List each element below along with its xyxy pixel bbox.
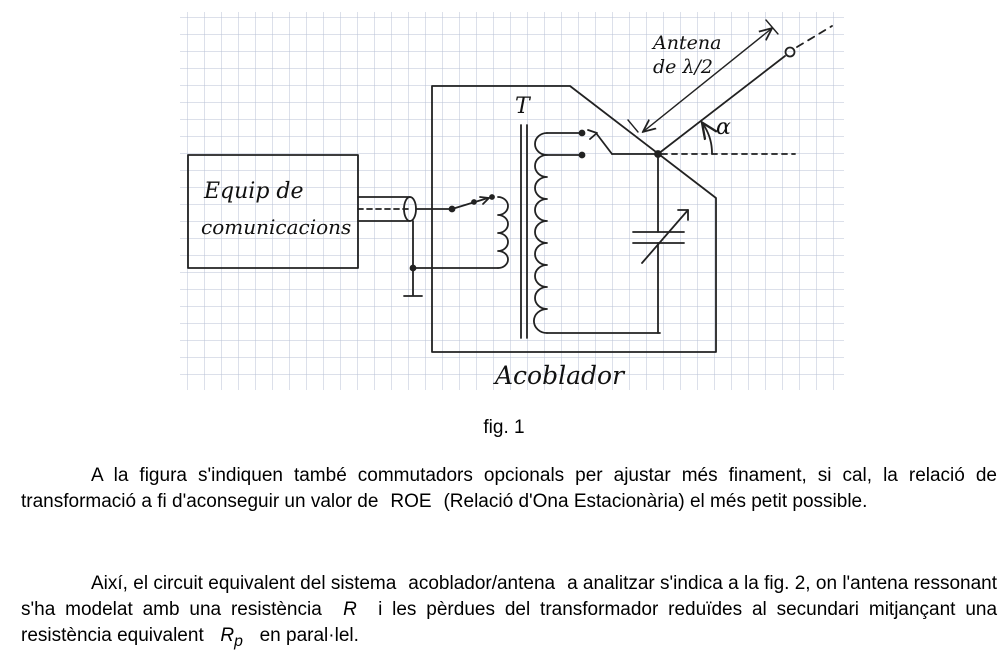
circuit-figure: Equip de comunicacions Antena de λ/2 T α… [180,12,844,390]
rp-main: R [220,625,235,646]
p2-text-a: Així, el circuit equivalent del sistema [91,573,397,594]
primary-winding [497,196,509,269]
antenna-label-line2: de λ/2 [653,56,713,78]
coupler-antenna-term: acoblador/antena [408,573,556,594]
coax-cable [357,196,417,222]
p2-text-d: en paral·lel. [259,625,359,646]
p2-text-c: i les pèrdues del transformador reduïdes… [21,599,998,646]
transformer-core [520,124,528,339]
rp-subscript: p [234,632,243,650]
primary-selector-switch [415,194,495,213]
paragraph-1: A la figura s'indiquen també commutadors… [21,463,997,515]
antenna-label-line1: Antena [651,32,721,54]
coupler-label: Acoblador [493,361,626,390]
ground-symbol [403,220,423,297]
resistance-Rp-symbol: Rp [209,625,254,650]
antenna-length-dimension [627,19,779,132]
paragraph-2: Així, el circuit equivalent del sistema … [21,571,997,655]
p1-text-b: (Relació d'Ona Estacionària) el més peti… [443,491,868,512]
equipment-label-line2: comunicacions [201,215,351,239]
equipment-box [187,154,359,269]
transformer-label: T [515,94,532,119]
figure-caption: fig. 1 [483,417,525,438]
roe-term: ROE [390,491,432,512]
p2-text-b: a analitzar s'indica a la fig. 2, on l'a… [21,573,998,620]
equipment-label-line1: Equip de [203,179,304,204]
resistance-R-symbol: R [343,599,357,620]
p1-text-a: A la figura s'indiquen també commutadors… [21,465,997,512]
secondary-tap-switch [546,129,659,159]
secondary-winding [533,132,548,334]
angle-label: α [716,115,731,140]
coupler-enclosure [431,85,717,353]
